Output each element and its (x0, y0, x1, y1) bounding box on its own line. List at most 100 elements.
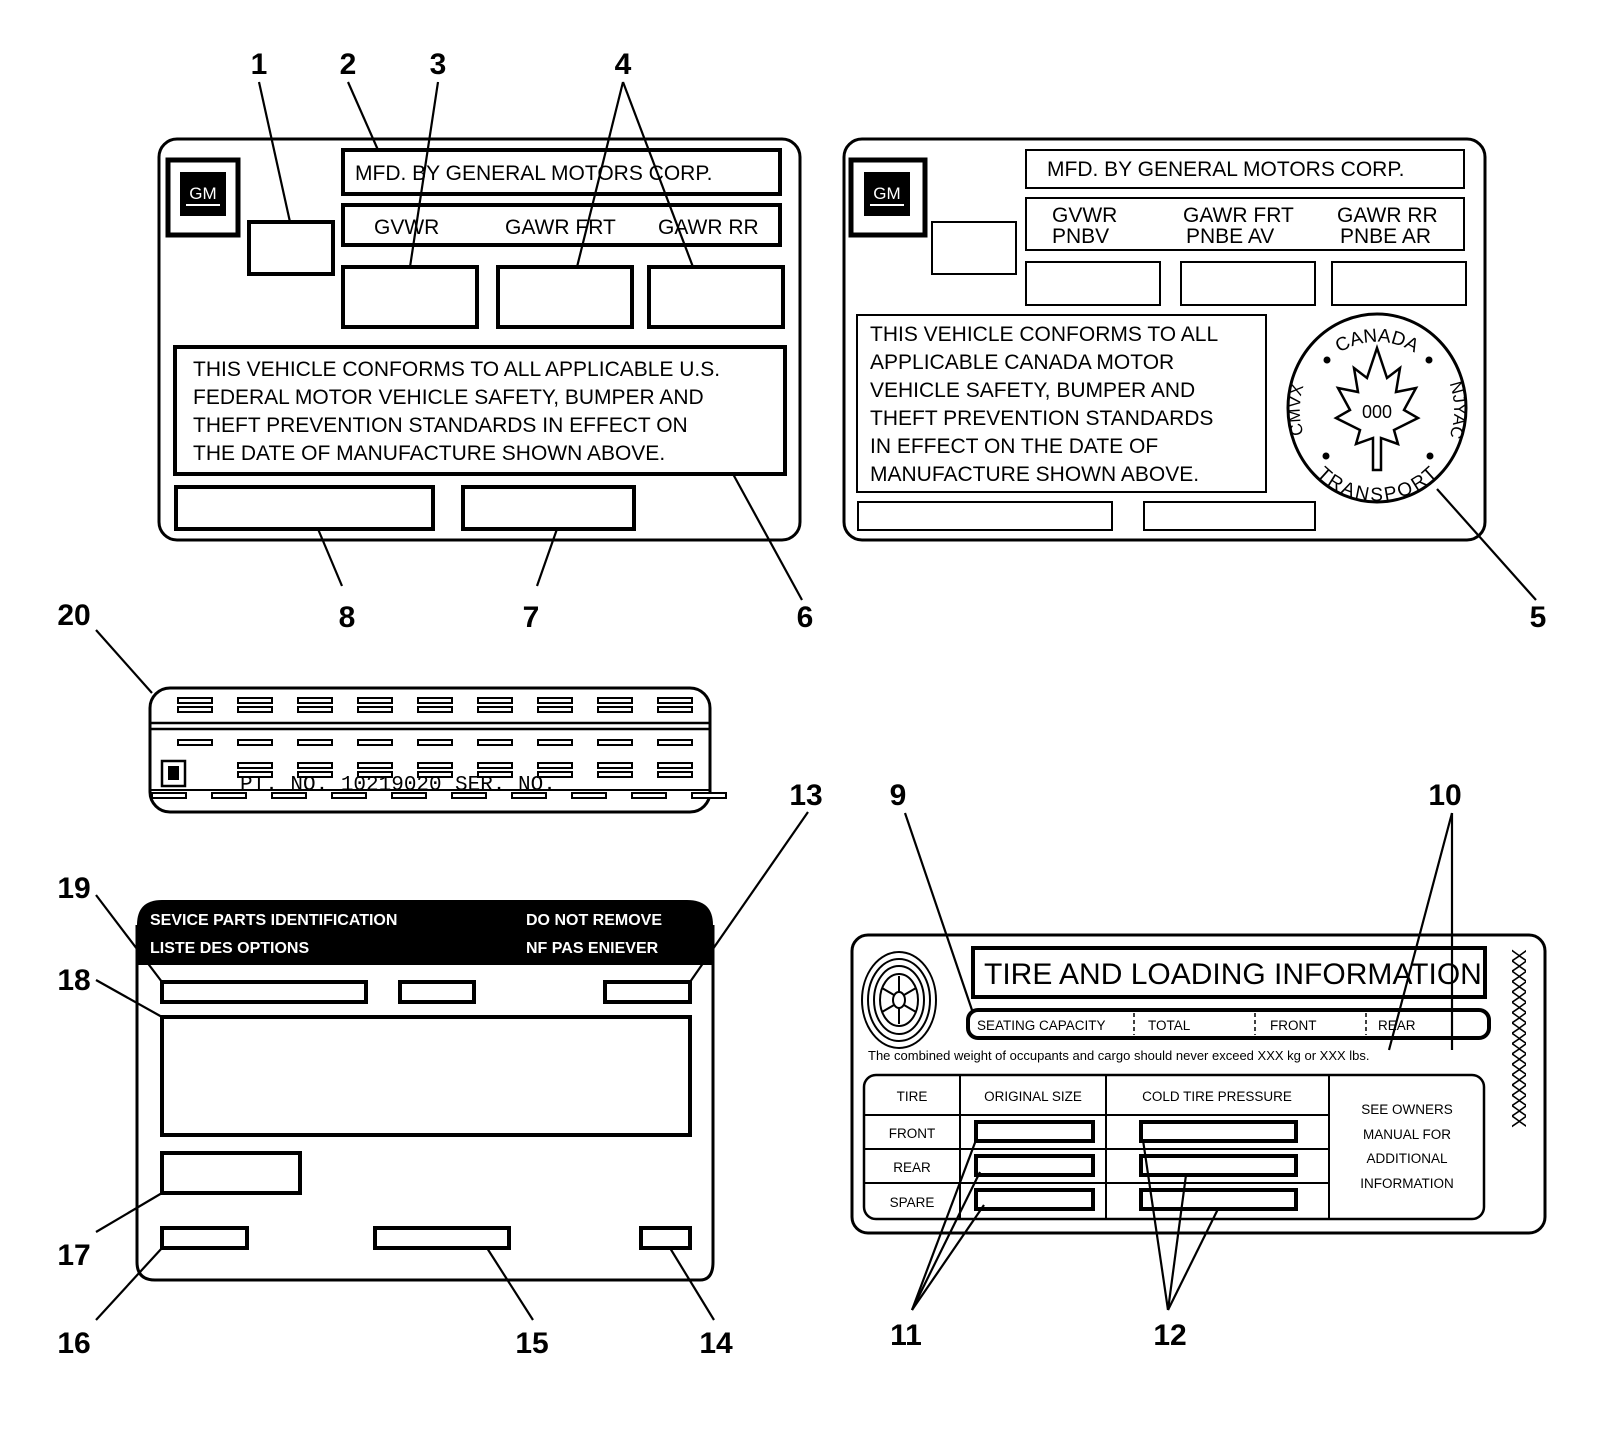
us-gawr-frt-label: GAWR FRT (505, 216, 616, 239)
barcode-bar (331, 792, 367, 799)
canada-gawr-frt-label: GAWR FRT (1183, 204, 1294, 227)
gm-logo-icon: GM (848, 157, 928, 238)
canada-ratings-header (1025, 197, 1465, 251)
tire-title: TIRE AND LOADING INFORMATION (984, 958, 1482, 991)
barcode-bar (237, 697, 273, 704)
barcode-bar (597, 697, 633, 704)
service-box-14 (639, 1226, 692, 1250)
callout-16: 16 (57, 1327, 90, 1360)
gm-logo-icon: GM (165, 157, 241, 238)
spare-pressure-box (1139, 1188, 1298, 1211)
barcode-bar (477, 697, 513, 704)
barcode-bar (417, 697, 453, 704)
barcode-bar (211, 792, 247, 799)
service-code-box (398, 980, 476, 1004)
note-line: SEE OWNERS (1361, 1102, 1453, 1117)
barcode-bar (571, 792, 607, 799)
canada-pnbe-av-label: PNBE AV (1186, 225, 1274, 248)
barcode-bar (657, 771, 693, 778)
seal-center-number: 000 (1362, 402, 1392, 422)
barcode-bar (631, 792, 667, 799)
svg-text:GM: GM (873, 184, 900, 203)
canada-date-box (931, 221, 1017, 275)
barcode-bar (271, 792, 307, 799)
canada-gvwr-label: GVWR (1052, 204, 1117, 227)
callout-numbers: 1 2 3 4 5 6 7 8 9 10 11 12 13 14 15 16 1… (57, 48, 1546, 1360)
barcode-bar (177, 739, 213, 746)
callout-7: 7 (523, 601, 540, 634)
service-box-16 (160, 1226, 249, 1250)
barcode-bar (417, 706, 453, 713)
callout-20: 20 (57, 599, 90, 632)
canada-manufacturer-box (1025, 149, 1465, 189)
part-number-label: PT. NO. 10219020 SER. NO. (148, 686, 727, 814)
rear-label: REAR (1378, 1018, 1416, 1033)
barcode-bar (357, 771, 393, 778)
canada-conformity-line: THEFT PREVENTION STANDARDS (870, 407, 1213, 430)
seating-capacity-label: SEATING CAPACITY (977, 1018, 1106, 1033)
canada-manufacturer-text: MFD. BY GENERAL MOTORS CORP. (1047, 158, 1404, 181)
spare-size-box (974, 1188, 1095, 1211)
side-x-marks: XXXXXXXXXXXXXXXXX (1507, 949, 1529, 1127)
callout-5: 5 (1530, 601, 1547, 634)
us-conformity-line: THIS VEHICLE CONFORMS TO ALL APPLICABLE … (193, 358, 720, 381)
barcode-bar (657, 697, 693, 704)
do-not-remove-fr-text: NF PAS ENIEVER (526, 940, 659, 957)
callout-4: 4 (615, 48, 632, 81)
us-conformity-line: THEFT PREVENTION STANDARDS IN EFFECT ON (193, 414, 688, 437)
barcode-bar (357, 706, 393, 713)
barcode-bar (297, 762, 333, 769)
tire-loading-label: TIRE AND LOADING INFORMATION SEATING CAP… (850, 933, 1547, 1235)
table-header-size: ORIGINAL SIZE (984, 1089, 1082, 1104)
total-label: TOTAL (1148, 1018, 1191, 1033)
service-plant-box (603, 980, 692, 1004)
canada-pnbv-label: PNBV (1052, 225, 1109, 248)
callout-13: 13 (789, 779, 822, 812)
barcode-bar (177, 697, 213, 704)
callout-17: 17 (57, 1239, 90, 1272)
callout-19: 19 (57, 872, 90, 905)
front-pressure-box (1139, 1120, 1298, 1143)
barcode-bar (477, 762, 513, 769)
callout-11: 11 (890, 1319, 922, 1352)
canada-conformity-line: APPLICABLE CANADA MOTOR (870, 351, 1174, 374)
barcode-bar (657, 706, 693, 713)
barcode-bar (657, 762, 693, 769)
callout-3: 3 (430, 48, 447, 81)
table-row-front: FRONT (889, 1126, 936, 1141)
us-gawr-rr-value-box (647, 265, 785, 329)
leader-lines (95, 81, 1537, 1321)
barcode-bar (297, 697, 333, 704)
barcode-bar (237, 739, 273, 746)
canada-conformity-box (856, 314, 1267, 493)
barcode-bar (537, 771, 573, 778)
callout-8: 8 (339, 601, 356, 634)
barcode-bar (451, 792, 487, 799)
callout-6: 6 (797, 601, 814, 634)
us-label-outline (157, 137, 802, 542)
canada-pnbe-ar-label: PNBE AR (1340, 225, 1431, 248)
callout-2: 2 (340, 48, 357, 81)
barcode-bar (357, 697, 393, 704)
rear-pressure-box (1139, 1154, 1298, 1177)
barcode-bar (537, 739, 573, 746)
note-line: MANUAL FOR (1363, 1127, 1451, 1142)
svg-text:NJYAC: NJYAC (1446, 379, 1469, 441)
us-type-box (461, 485, 636, 531)
callout-1: 1 (251, 48, 268, 81)
us-certification-label: GM MFD. BY GENERAL MOTORS CORP. GVWR GAW… (157, 137, 802, 542)
us-gvwr-value-box (341, 265, 479, 329)
callout-9: 9 (890, 779, 907, 812)
barcode-bar (237, 771, 273, 778)
service-label-header (137, 900, 713, 965)
service-model-box (160, 1151, 302, 1195)
callout-15: 15 (515, 1327, 548, 1360)
us-date-box (247, 220, 335, 276)
barcode-bar (597, 771, 633, 778)
barcode-bar (657, 739, 693, 746)
barcode-bar (511, 792, 547, 799)
barcode-bar (417, 739, 453, 746)
barcode-bar (477, 706, 513, 713)
us-gawr-rr-label: GAWR RR (658, 216, 759, 239)
